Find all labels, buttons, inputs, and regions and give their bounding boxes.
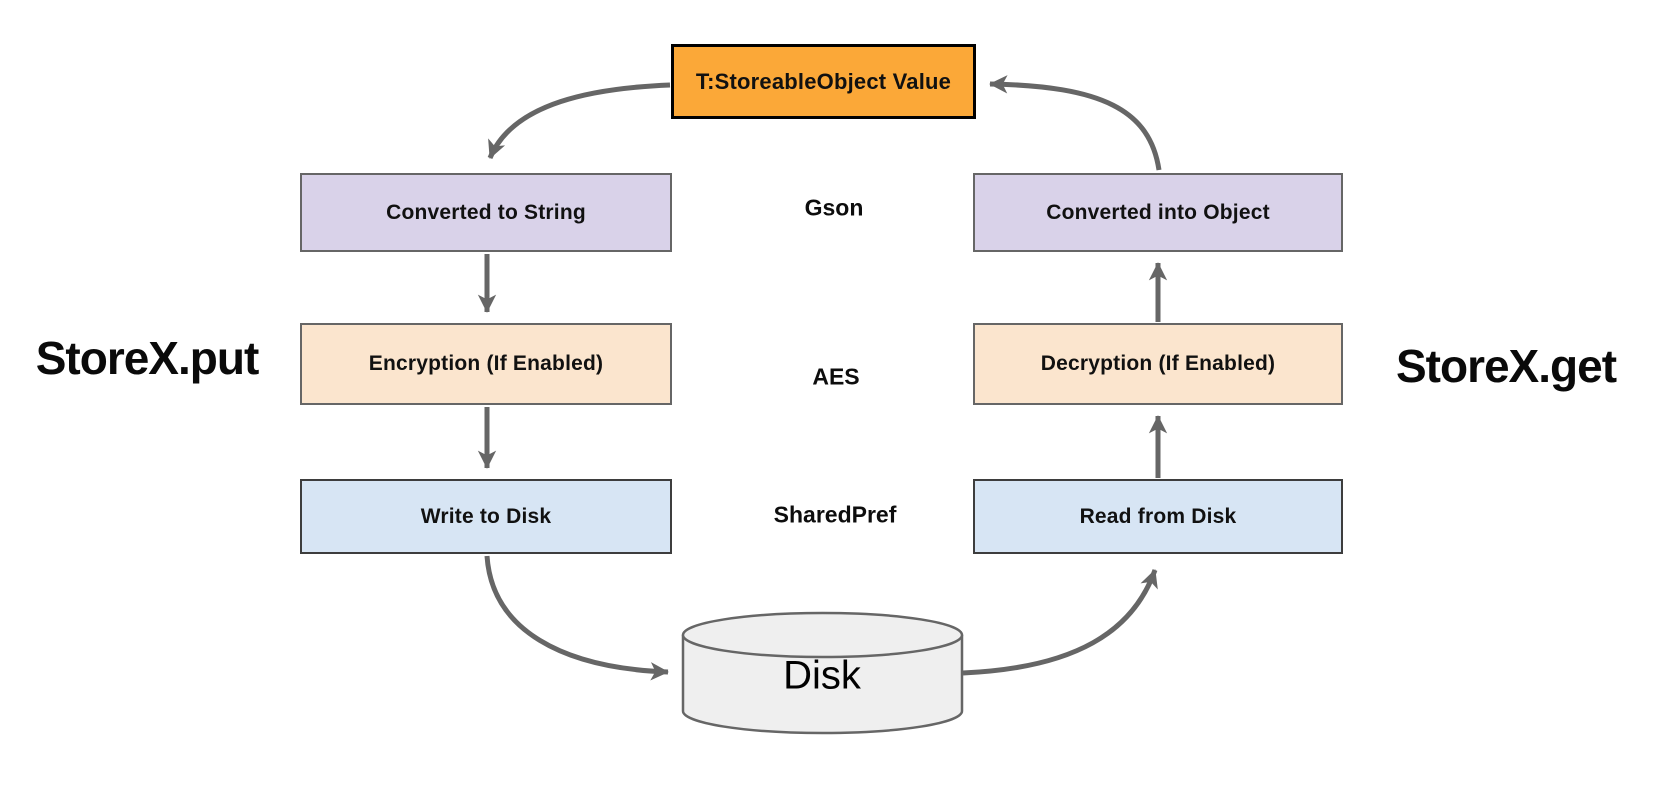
- arrow-write-disk-to-disk: [484, 555, 669, 681]
- arrow-disk-to-read-disk: [962, 569, 1158, 676]
- storex-get-label: StoreX.get: [1395, 340, 1617, 392]
- node-read-from-disk: Read from Disk: [973, 479, 1343, 554]
- node-decryption: Decryption (If Enabled): [973, 323, 1343, 405]
- layer-label-sharedpref: SharedPref: [773, 501, 897, 528]
- disk-cylinder-top: [681, 611, 964, 659]
- disk-cylinder-body: [681, 635, 964, 735]
- node-read-from-disk-label: Read from Disk: [1079, 504, 1237, 528]
- node-converted-into-object: Converted into Object: [973, 173, 1343, 252]
- node-write-to-disk-label: Write to Disk: [420, 504, 552, 528]
- layer-label-aes: AES: [812, 363, 860, 390]
- arrow-convert-object-to-root: [989, 75, 1162, 171]
- node-decryption-label: Decryption (If Enabled): [1040, 352, 1276, 375]
- node-converted-to-string-label: Converted to String: [386, 200, 586, 224]
- node-converted-to-string: Converted to String: [300, 173, 672, 252]
- node-encryption-label: Encryption (If Enabled): [368, 352, 604, 375]
- disk-label: Disk: [783, 653, 861, 698]
- node-storeable-object-value-label: T:StoreableObject Value: [695, 68, 952, 94]
- layer-label-gson: Gson: [804, 194, 864, 221]
- disk-cylinder: [681, 611, 964, 735]
- arrow-root-to-convert-string: [487, 82, 671, 159]
- node-storeable-object-value: T:StoreableObject Value: [671, 44, 976, 119]
- node-converted-into-object-label: Converted into Object: [1046, 200, 1270, 224]
- node-write-to-disk: Write to Disk: [300, 479, 672, 554]
- node-encryption: Encryption (If Enabled): [300, 323, 672, 405]
- storex-put-label: StoreX.put: [35, 332, 260, 384]
